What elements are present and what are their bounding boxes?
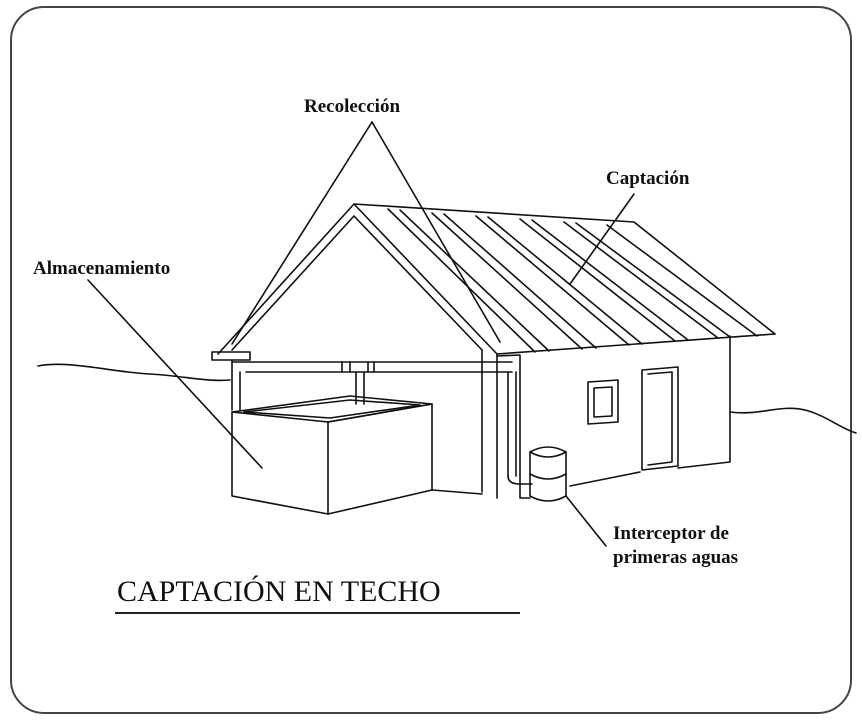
side-wall-right (677, 335, 731, 469)
roof-eave (496, 333, 776, 355)
pipe-joint (341, 361, 375, 373)
pipe-down-tank (355, 371, 365, 405)
roof-panel-line (519, 218, 676, 342)
leader-recoleccion-left (231, 121, 373, 345)
gutter-front (496, 354, 521, 357)
roof-panel-line (575, 222, 731, 338)
barrel-band (529, 473, 567, 480)
roof-panel-line (431, 212, 583, 350)
tank-top-rim (243, 399, 421, 419)
roof-panel-line (606, 224, 758, 337)
roof-panel-line (387, 208, 536, 353)
tank-side (327, 403, 433, 515)
ground-line-right (729, 407, 857, 434)
roof-panel-line (563, 221, 719, 339)
label-interceptor-line1: Interceptor de (613, 523, 729, 544)
gutter-left (211, 351, 251, 361)
door (641, 366, 679, 471)
window-outer (587, 379, 619, 425)
tank-to-house (431, 489, 483, 495)
roof-ridge (353, 203, 776, 335)
title-underline (115, 612, 520, 614)
downpipe-elbow (507, 475, 533, 485)
label-interceptor-line2: primeras aguas (613, 547, 739, 568)
roof-panel-line (487, 216, 643, 345)
side-wall (519, 355, 531, 499)
diagram-title: CAPTACIÓN EN TECHO (117, 575, 441, 608)
downpipe (507, 371, 517, 477)
label-recoleccion: Recolección (304, 96, 401, 117)
leader-almacenamiento (87, 279, 263, 469)
leader-recoleccion-right (371, 121, 501, 343)
figure-frame (10, 6, 852, 714)
window-inner (593, 386, 613, 418)
roof-panel-line (443, 213, 597, 349)
gable-front-inner (231, 215, 483, 351)
label-almacenamiento: Almacenamiento (33, 258, 171, 279)
barrel-top (529, 451, 567, 458)
label-interceptor: Interceptor de primeras aguas (613, 522, 738, 570)
side-wall-bottom (569, 471, 641, 487)
door-inner (647, 371, 673, 466)
leader-interceptor (565, 495, 607, 547)
roof-panel-line (531, 219, 689, 341)
tank-front (231, 411, 329, 515)
roof-panel-line (475, 215, 630, 346)
ground-line-left (37, 363, 231, 382)
pipe-down-left (231, 371, 241, 411)
label-captacion: Captación (606, 168, 690, 189)
roof-panel-line (399, 209, 550, 352)
gable-front (217, 203, 498, 355)
leader-captacion (569, 193, 635, 285)
